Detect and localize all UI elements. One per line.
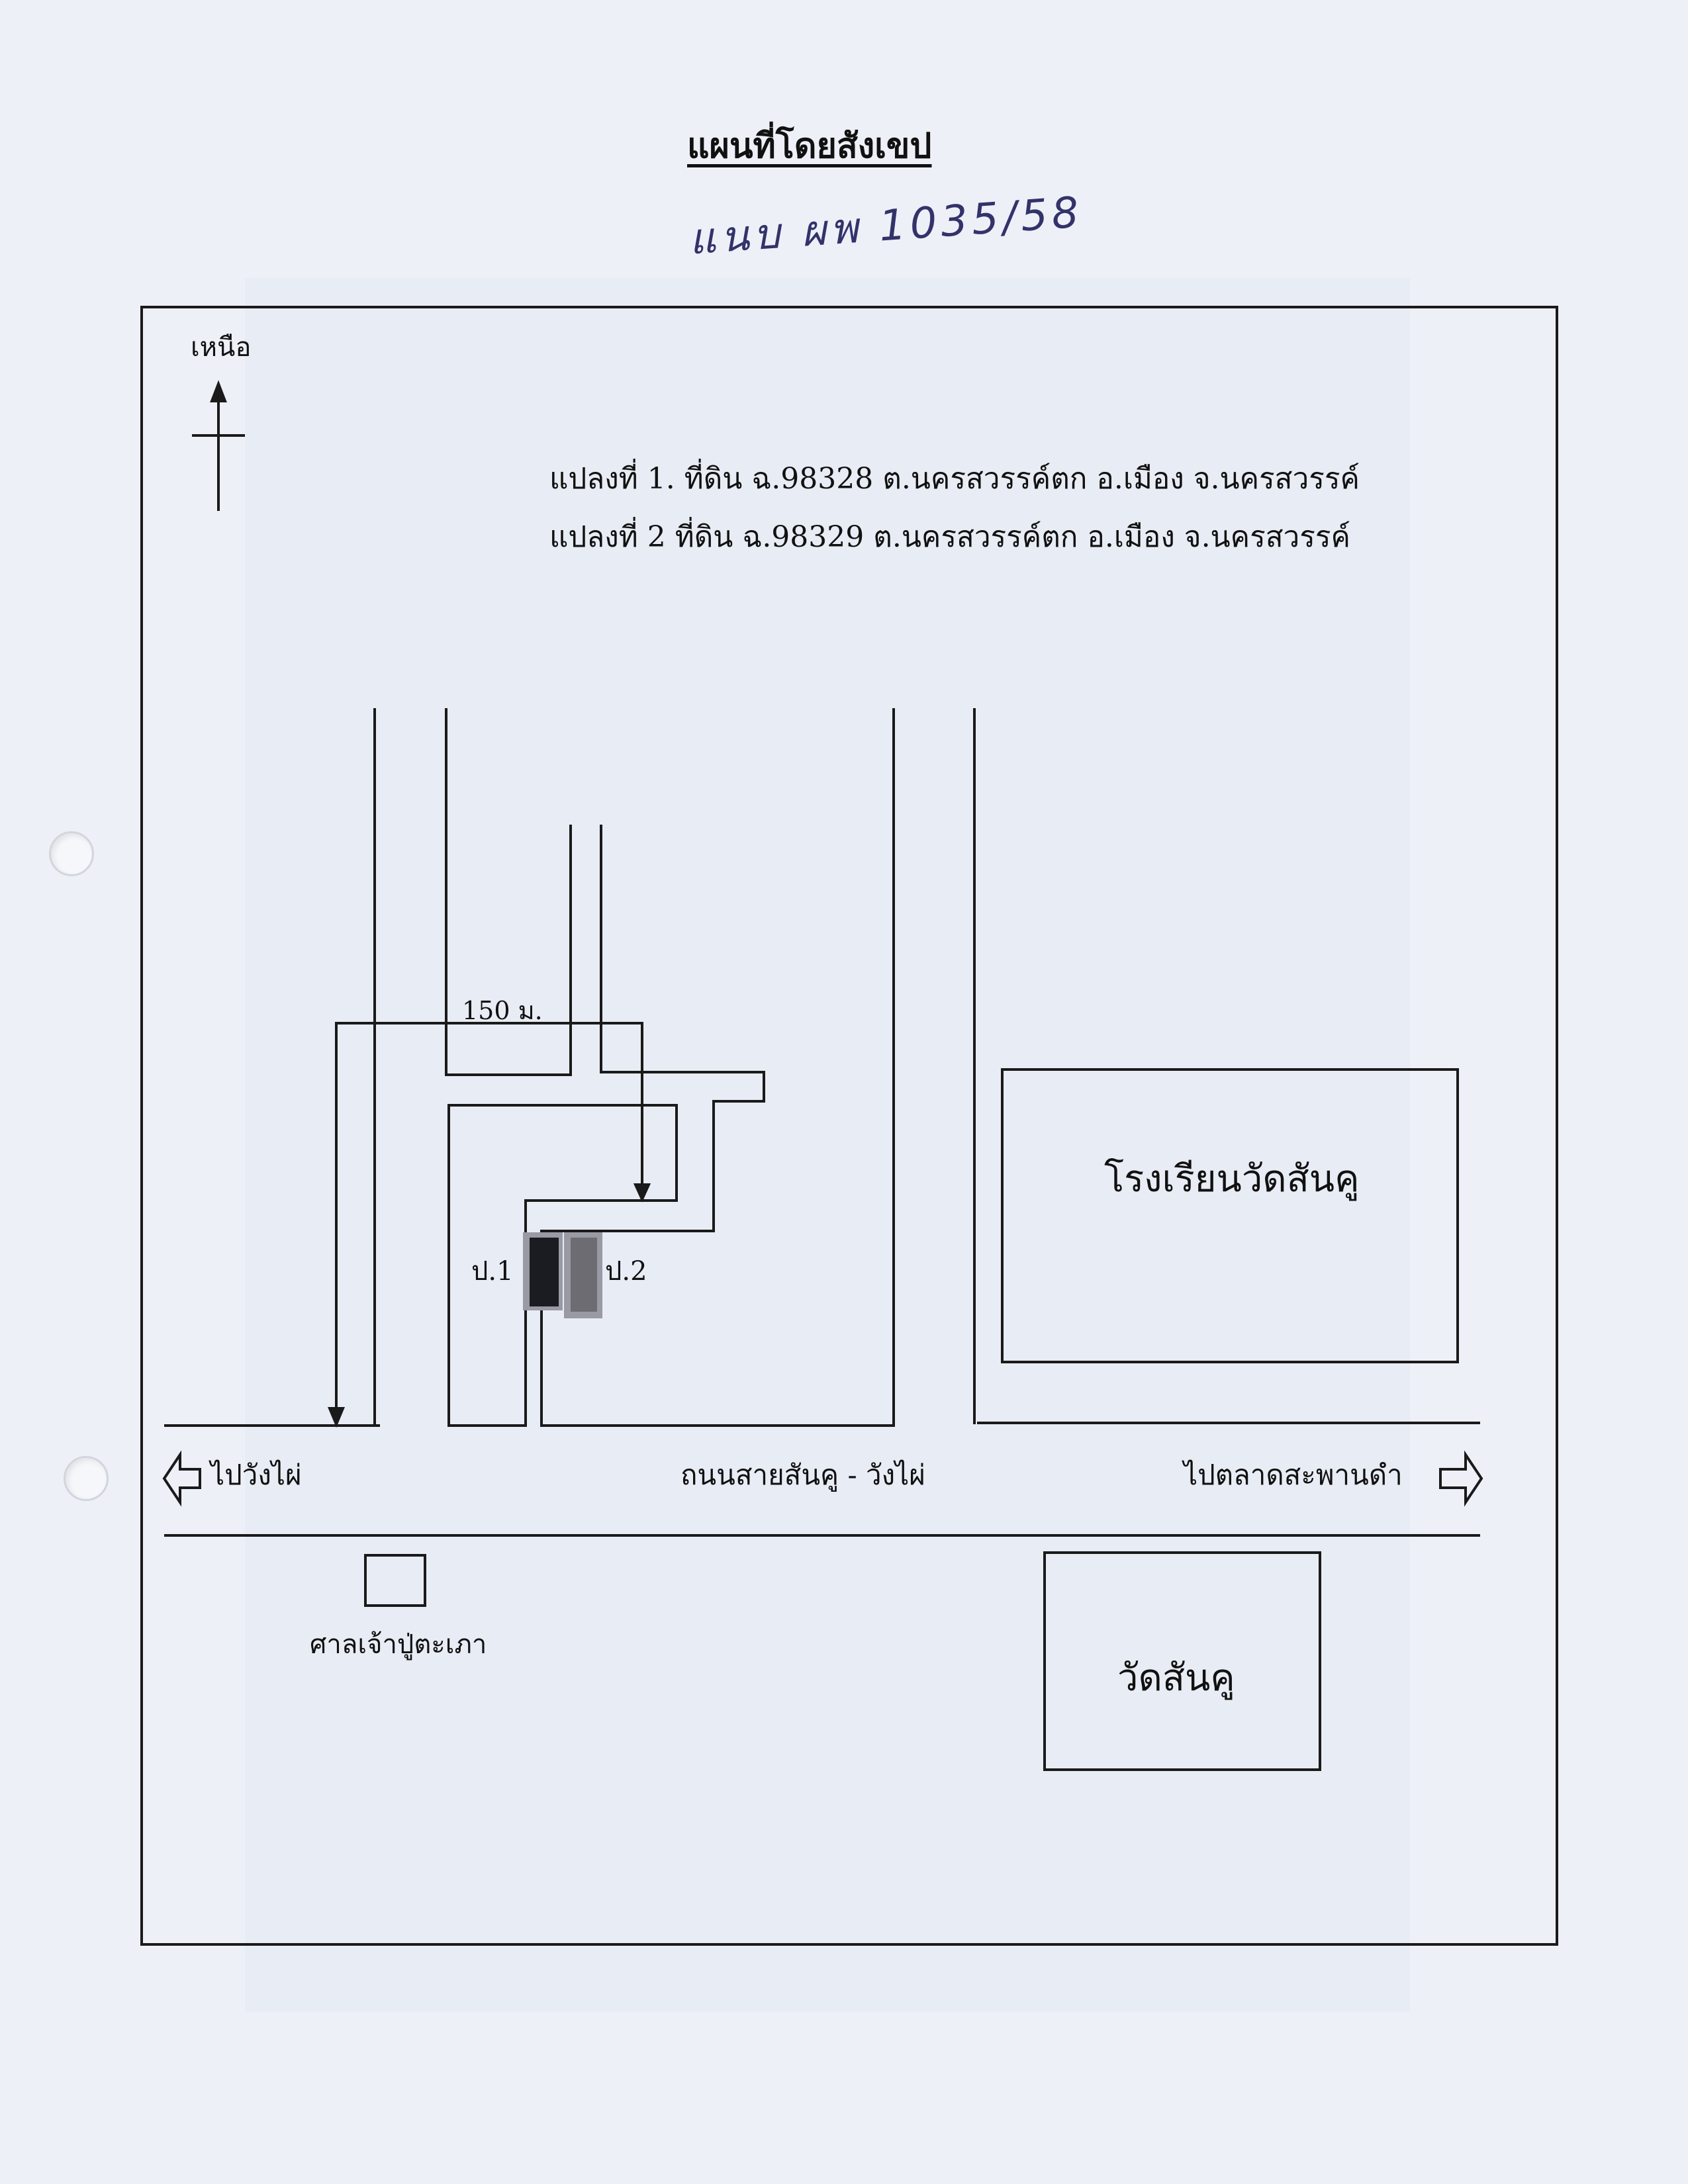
temple-building xyxy=(1043,1551,1321,1771)
punch-hole-bottom xyxy=(64,1456,109,1501)
parcel-2-label: ป.2 xyxy=(605,1256,647,1287)
arrow-right-icon xyxy=(1439,1450,1483,1507)
parcel-1-description: แปลงที่ 1. ที่ดิน ฉ.98328 ต.นครสวรรค์ตก … xyxy=(549,462,1360,496)
punch-hole-top xyxy=(49,831,94,876)
east-direction-label: ไปตลาดสะพานดำ xyxy=(1184,1459,1403,1491)
parcel-markers xyxy=(523,1232,602,1318)
distance-label: 150 ม. xyxy=(462,996,543,1025)
north-arrow-icon xyxy=(192,380,245,511)
distance-route-line xyxy=(328,1022,651,1428)
bleed-through-shadow xyxy=(245,278,1410,2012)
lane-north-edge xyxy=(540,1071,765,1427)
document-title: แผนที่โดยสังเขป xyxy=(687,126,932,166)
school-label: โรงเรียนวัดสันคู xyxy=(1104,1158,1360,1201)
temple-label: วัดสันคู xyxy=(1117,1657,1235,1700)
map-frame xyxy=(140,306,1558,1946)
west-direction-label: ไปวังไผ่ xyxy=(211,1459,302,1491)
arrow-left-icon xyxy=(162,1450,201,1507)
north-label: เหนือ xyxy=(191,332,252,363)
parcel-1-label: ป.1 xyxy=(471,1256,514,1287)
school-building xyxy=(1001,1068,1459,1363)
road-label: ถนนสายสันคู - วังไผ่ xyxy=(680,1459,925,1491)
parcel-2-description: แปลงที่ 2 ที่ดิน ฉ.98329 ต.นครสวรรค์ตก อ… xyxy=(549,520,1350,554)
shrine-building xyxy=(364,1554,426,1607)
shrine-label: ศาลเจ้าปู่ตะเภา xyxy=(310,1629,487,1660)
